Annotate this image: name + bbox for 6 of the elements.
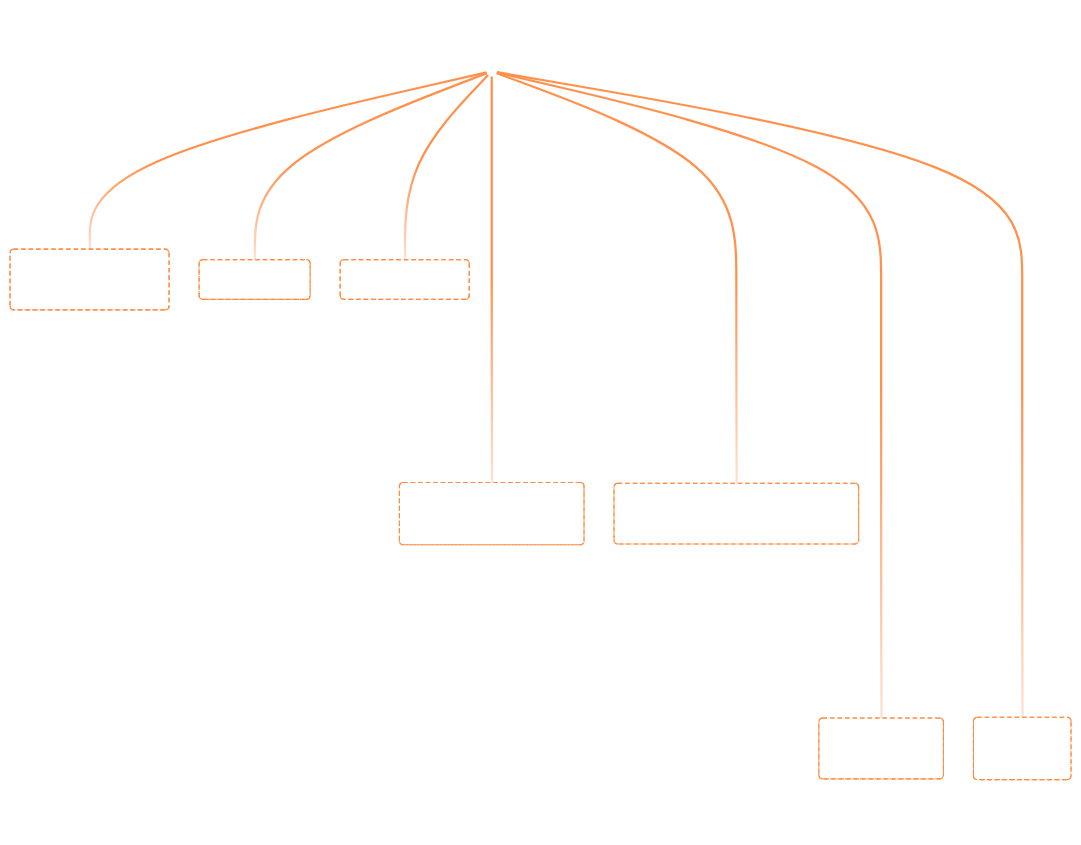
- connector-line: [253, 71, 488, 260]
- connector-line: [496, 70, 1024, 718]
- connector-line: [88, 71, 487, 250]
- connector-line: [403, 74, 489, 260]
- connector-line: [490, 76, 494, 483]
- connector-line: [496, 71, 738, 484]
